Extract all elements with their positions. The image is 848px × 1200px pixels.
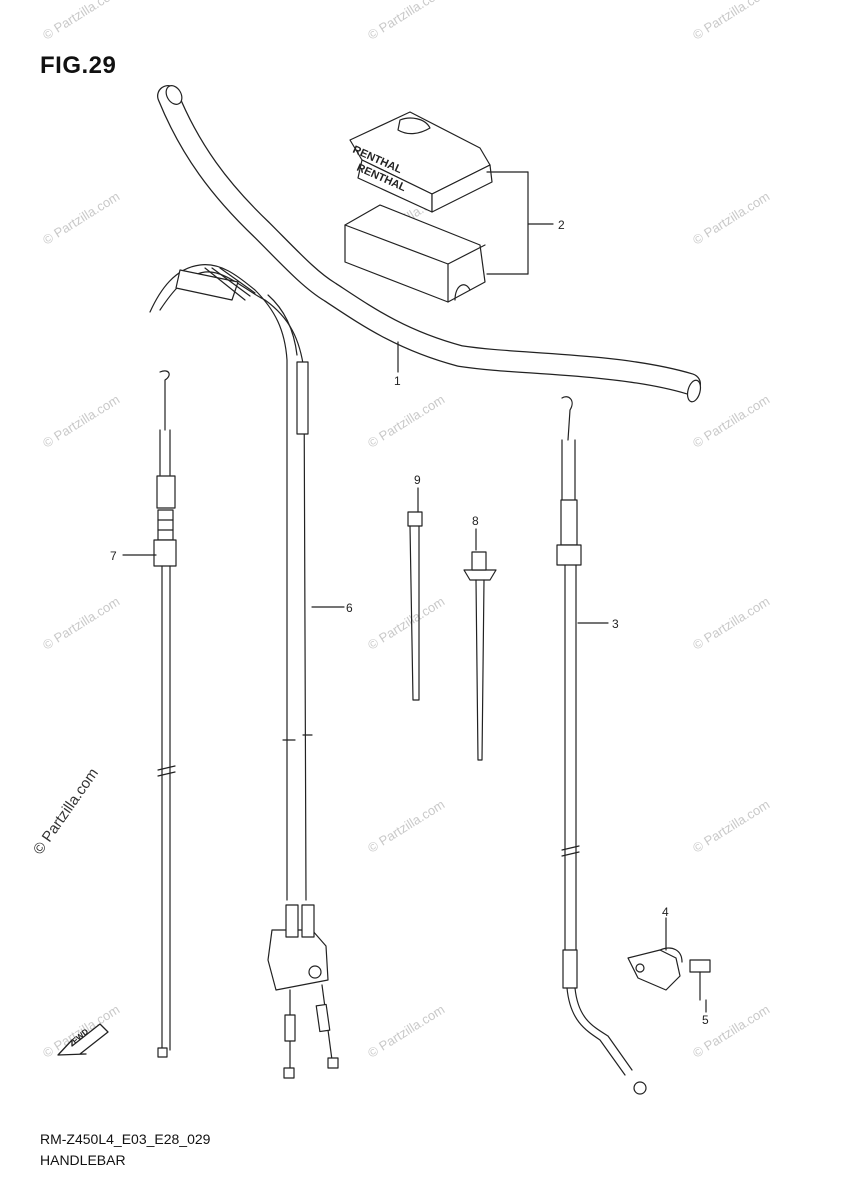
diagram-code: RM-Z450L4_E03_E28_029 — [40, 1131, 211, 1147]
cable-tie-part — [407, 511, 423, 701]
figure-title: FIG.29 — [40, 52, 117, 79]
forward-direction-arrow: FWD — [57, 1023, 109, 1056]
handlebar-part — [157, 85, 702, 403]
callout-6: 6 — [346, 601, 353, 615]
callout-9: 9 — [414, 473, 421, 487]
hot-start-cable-part — [153, 370, 177, 1058]
bolt-part — [689, 959, 711, 1001]
clutch-cable-part — [556, 396, 647, 1095]
throttle-cable-part — [149, 264, 339, 1079]
cable-tie-clip-part — [463, 551, 497, 761]
callout-4: 4 — [662, 905, 669, 919]
diagram-name: HANDLEBAR — [40, 1152, 126, 1168]
callout-2: 2 — [558, 218, 565, 232]
clamp-part — [627, 947, 683, 991]
callout-5: 5 — [702, 1013, 709, 1027]
handlebar-pad-part: RENTHAL RENTHAL — [344, 111, 493, 303]
callout-8: 8 — [472, 514, 479, 528]
callout-7: 7 — [110, 549, 117, 563]
callout-1: 1 — [394, 374, 401, 388]
callout-3: 3 — [612, 617, 619, 631]
